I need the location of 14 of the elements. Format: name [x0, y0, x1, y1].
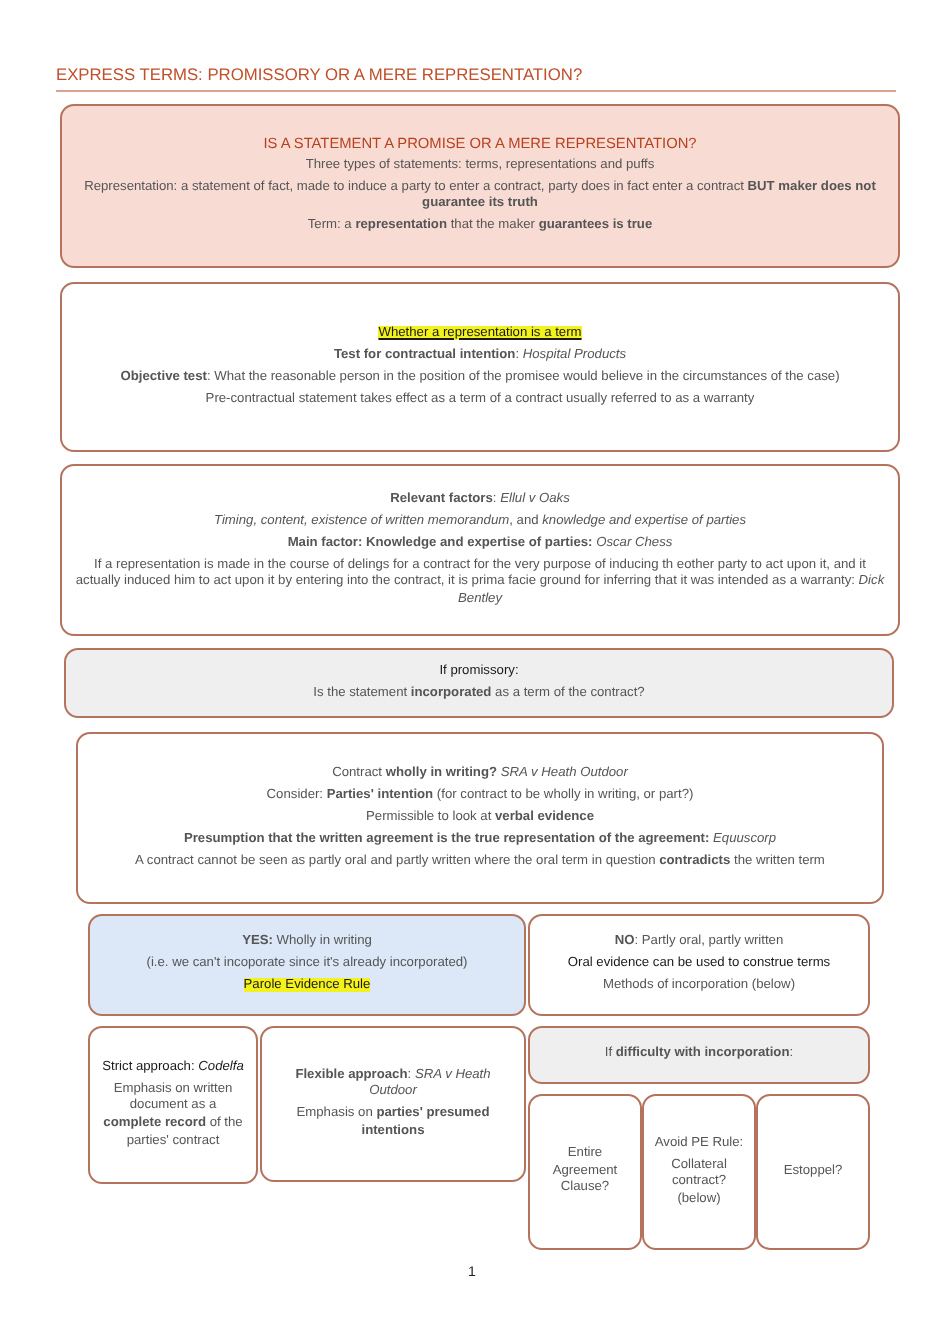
answer-panel: [88, 914, 526, 1016]
page-title: EXPRESS TERMS: PROMISSORY OR A MERE REPRESENTATION?: [56, 64, 583, 84]
question-panel: [60, 104, 900, 268]
answer-panel: [528, 914, 870, 1016]
note-box: [528, 1094, 642, 1250]
condition-panel: [64, 648, 894, 718]
note-box: [60, 464, 900, 636]
note-box: [88, 1026, 258, 1184]
note-box: [756, 1094, 870, 1250]
note-box: [260, 1026, 526, 1182]
condition-panel: [528, 1026, 870, 1084]
note-box: [76, 732, 884, 904]
note-box: [60, 282, 900, 452]
note-box: [642, 1094, 756, 1250]
